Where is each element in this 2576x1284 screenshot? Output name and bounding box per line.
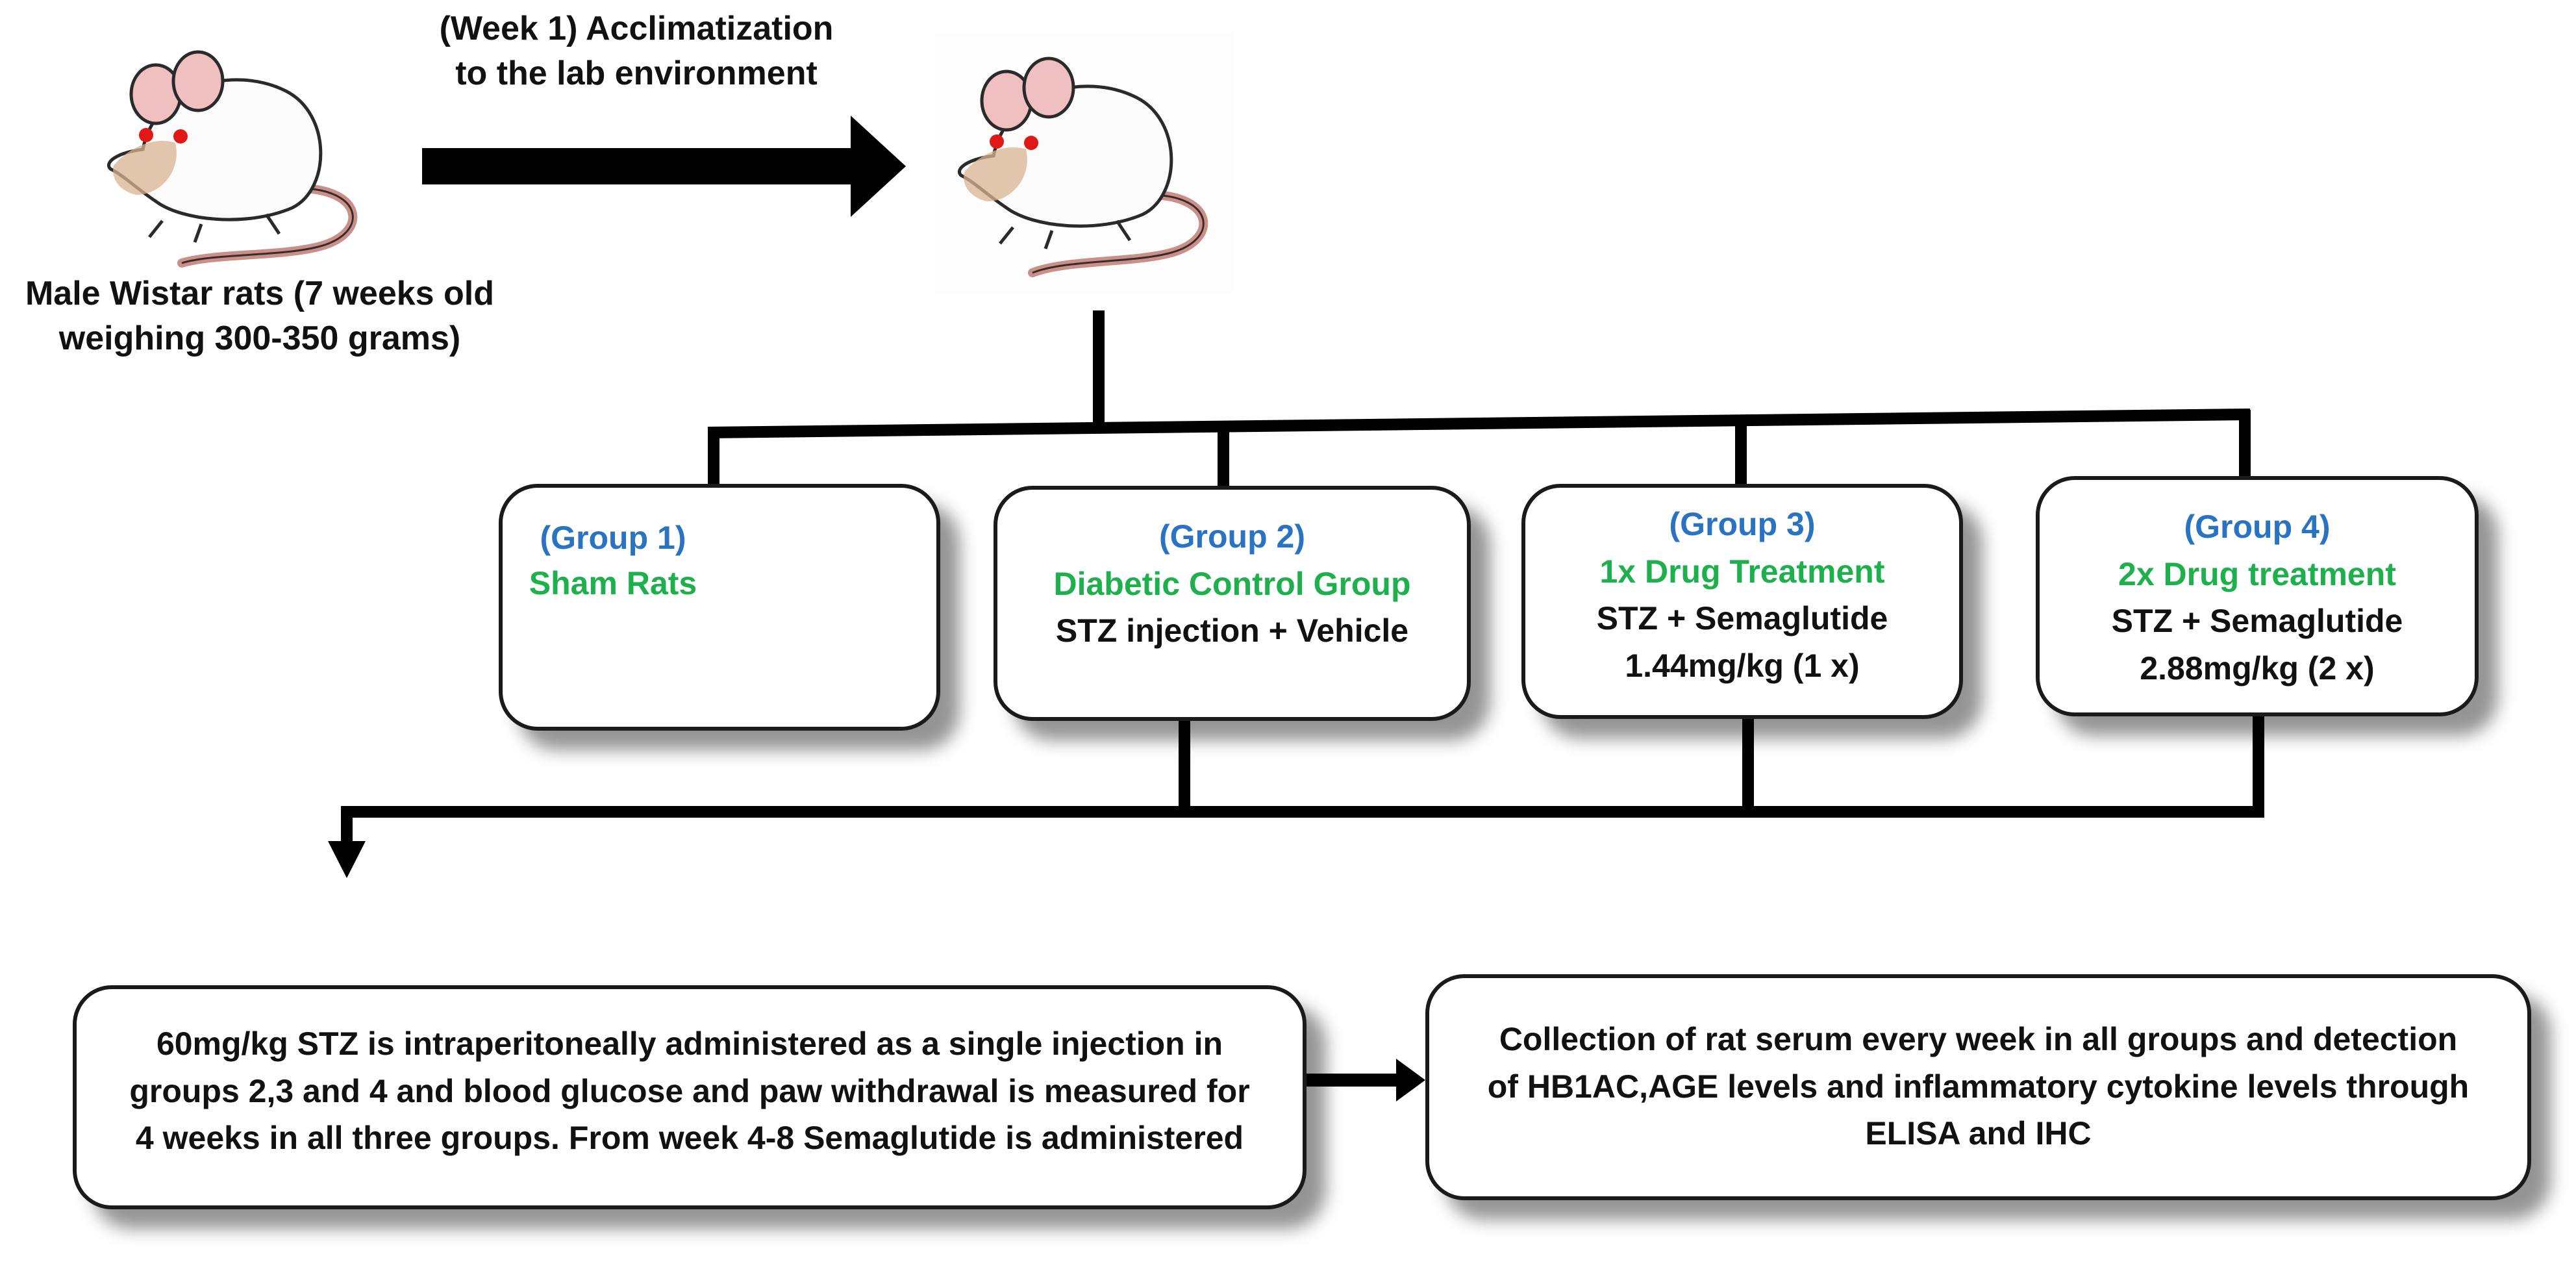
stz-protocol-line-3: 4 weeks in all three groups. From week 4… (135, 1120, 1244, 1156)
group-1-label: (Group 1) (540, 520, 686, 556)
rat-illustration-acclimatized (935, 32, 1234, 292)
serum-collection-line-1: Collection of rat serum every week in al… (1499, 1021, 2458, 1057)
collector-group-4 (2253, 713, 2264, 817)
group-2-detail: STZ injection + Vehicle (1055, 612, 1409, 649)
down-arrow-shaft (341, 806, 353, 845)
collector-group-3 (1742, 716, 1754, 811)
group-4-label: (Group 4) (2184, 509, 2331, 545)
acclimatization-line-1: (Week 1) Acclimatization (439, 10, 834, 47)
acclimatization-line-2: to the lab environment (455, 54, 818, 92)
group-4-box: (Group 4) 2x Drug treatment STZ + Semagl… (2036, 476, 2479, 716)
group-1-name: Sham Rats (529, 565, 697, 601)
group-3-box: (Group 3) 1x Drug Treatment STZ + Semagl… (1521, 484, 1963, 719)
rats-line-2: weighing 300-350 grams) (58, 319, 461, 357)
serum-collection-line-2: of HB1AC,AGE levels and inflammatory cyt… (1487, 1068, 2470, 1105)
rat-illustration-start (107, 50, 358, 268)
collector-group-2 (1179, 718, 1190, 811)
drop-group-2 (1218, 422, 1229, 487)
acclimatization-label: (Week 1) Acclimatization to the lab envi… (390, 6, 883, 95)
branch-bar (708, 409, 2250, 438)
group-3-name: 1x Drug Treatment (1599, 553, 1885, 590)
rats-description: Male Wistar rats (7 weeks old weighing 3… (0, 271, 519, 360)
serum-collection-line-3: ELISA and IHC (1865, 1115, 2092, 1152)
group-2-name: Diabetic Control Group (1053, 565, 1411, 602)
serum-collection-box: Collection of rat serum every week in al… (1425, 974, 2531, 1200)
group-3-detail-2: 1.44mg/kg (1 x) (1625, 647, 1860, 684)
group-3-label: (Group 3) (1669, 506, 1816, 542)
stz-protocol-line-1: 60mg/kg STZ is intraperitoneally adminis… (156, 1026, 1223, 1062)
group-4-detail-2: 2.88mg/kg (2 x) (2140, 649, 2375, 686)
stz-protocol-line-2: groups 2,3 and 4 and blood glucose and p… (129, 1072, 1250, 1109)
rats-line-1: Male Wistar rats (7 weeks old (25, 275, 495, 312)
group-1-box: (Group 1) Sham Rats (499, 484, 940, 731)
process-arrow-head (1396, 1059, 1425, 1101)
trunk-line (1093, 310, 1105, 424)
collector-bar (341, 806, 2264, 818)
group-2-label: (Group 2) (1159, 518, 1305, 555)
acclimatization-arrow-head (851, 116, 906, 217)
down-arrow-head (328, 841, 366, 878)
group-2-box: (Group 2) Diabetic Control Group STZ inj… (994, 486, 1471, 721)
group-4-detail-1: STZ + Semaglutide (2111, 603, 2403, 639)
group-3-detail-1: STZ + Semaglutide (1596, 600, 1888, 636)
stz-protocol-box: 60mg/kg STZ is intraperitoneally adminis… (73, 985, 1307, 1209)
acclimatization-arrow-shaft (422, 148, 857, 184)
drop-group-3 (1735, 416, 1747, 485)
process-arrow-shaft (1305, 1074, 1403, 1087)
drop-group-1 (708, 427, 719, 485)
drop-group-4 (2239, 410, 2251, 476)
group-4-name: 2x Drug treatment (2118, 555, 2396, 592)
